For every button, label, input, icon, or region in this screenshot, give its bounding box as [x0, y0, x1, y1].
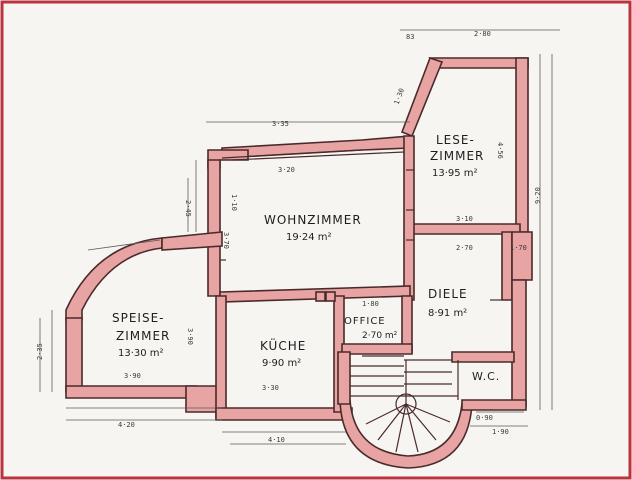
dim-wohn-side: 3·70 [222, 232, 230, 249]
dim-bottom-left: 4·20 [118, 421, 135, 429]
wall-stair-left [337, 351, 351, 405]
room-wc-name: W.C. [472, 370, 500, 383]
room-lese-line2: ZIMMER [430, 149, 484, 163]
room-diele-area: 8·91 m² [428, 308, 467, 319]
room-kueche-area: 9·90 m² [262, 358, 301, 369]
dim-small-a: 2·45 [184, 200, 192, 217]
dim-top-lese-width: 2·80 [474, 30, 491, 38]
room-wohn-area: 19·24 m² [286, 232, 332, 243]
wall-office-bottom [341, 343, 413, 355]
wall-lese-right [515, 57, 529, 233]
dim-top-short: 83 [406, 33, 414, 41]
room-kueche-name: KÜCHE [260, 337, 306, 353]
dim-diele-width: 2·70 [456, 244, 473, 252]
room-diele-name: DIELE [428, 287, 468, 301]
wall-speise-leftstub [65, 317, 83, 393]
dim-office-width: 1·80 [362, 300, 379, 308]
dim-speise-height: 3·90 [186, 328, 194, 345]
dim-small-c: 1·10 [230, 194, 238, 211]
staircase [350, 359, 458, 453]
dimension-lines [39, 29, 560, 445]
dim-bottom-mid: 4·10 [268, 436, 285, 444]
room-office-name: OFFICE [344, 316, 386, 327]
dim-speise-width: 3·90 [124, 372, 141, 380]
wall-diele-box [511, 231, 533, 281]
dimension-labels: 83 2·80 9·20 3·35 3·20 4·56 3·10 2·70 1·… [36, 30, 542, 444]
wall-wohn-right [403, 135, 415, 301]
walls [65, 56, 533, 469]
wall-wohn-left [207, 159, 221, 297]
interior-lines [220, 149, 502, 400]
room-lese-area: 13·95 m² [432, 168, 478, 179]
room-speise-area: 13·30 m² [118, 348, 164, 359]
dim-lese-bottom: 3·10 [456, 215, 473, 223]
wall-diele-right [501, 231, 513, 301]
wall-wc-right [511, 279, 527, 407]
room-speise-line1: SPEISE- [112, 311, 165, 325]
dim-lese-height: 4·56 [496, 142, 504, 159]
room-labels: LESE- ZIMMER 13·95 m² WOHNZIMMER 19·24 m… [112, 133, 500, 383]
dim-speise-left: 2·35 [36, 343, 44, 360]
wall-wc-bottom [461, 399, 527, 411]
dim-bottom-right: 1·90 [492, 428, 509, 436]
wall-kueche-bottom [215, 407, 353, 421]
dim-right-total: 9·20 [534, 187, 542, 204]
dim-wohn-top-outer: 3·35 [272, 120, 289, 128]
room-office-area: 2·70 m² [362, 331, 398, 341]
dim-kueche-width: 3·30 [262, 384, 279, 392]
wall-speise-top [161, 231, 223, 251]
chimney-1 [315, 291, 326, 302]
room-speise-line2: ZIMMER [116, 329, 170, 343]
dim-wohn-inner: 3·20 [278, 166, 295, 174]
wall-speise-bottom [65, 385, 197, 399]
dim-small-d: 0·90 [476, 414, 493, 422]
wall-lese-top [428, 57, 529, 69]
room-wohn-name: WOHNZIMMER [264, 213, 362, 227]
chimney-2 [325, 291, 336, 302]
wall-wc-top [451, 351, 515, 363]
room-lese-line1: LESE- [436, 133, 475, 147]
wall-kueche-left [215, 295, 227, 419]
dim-small-e: 1·70 [510, 244, 527, 252]
